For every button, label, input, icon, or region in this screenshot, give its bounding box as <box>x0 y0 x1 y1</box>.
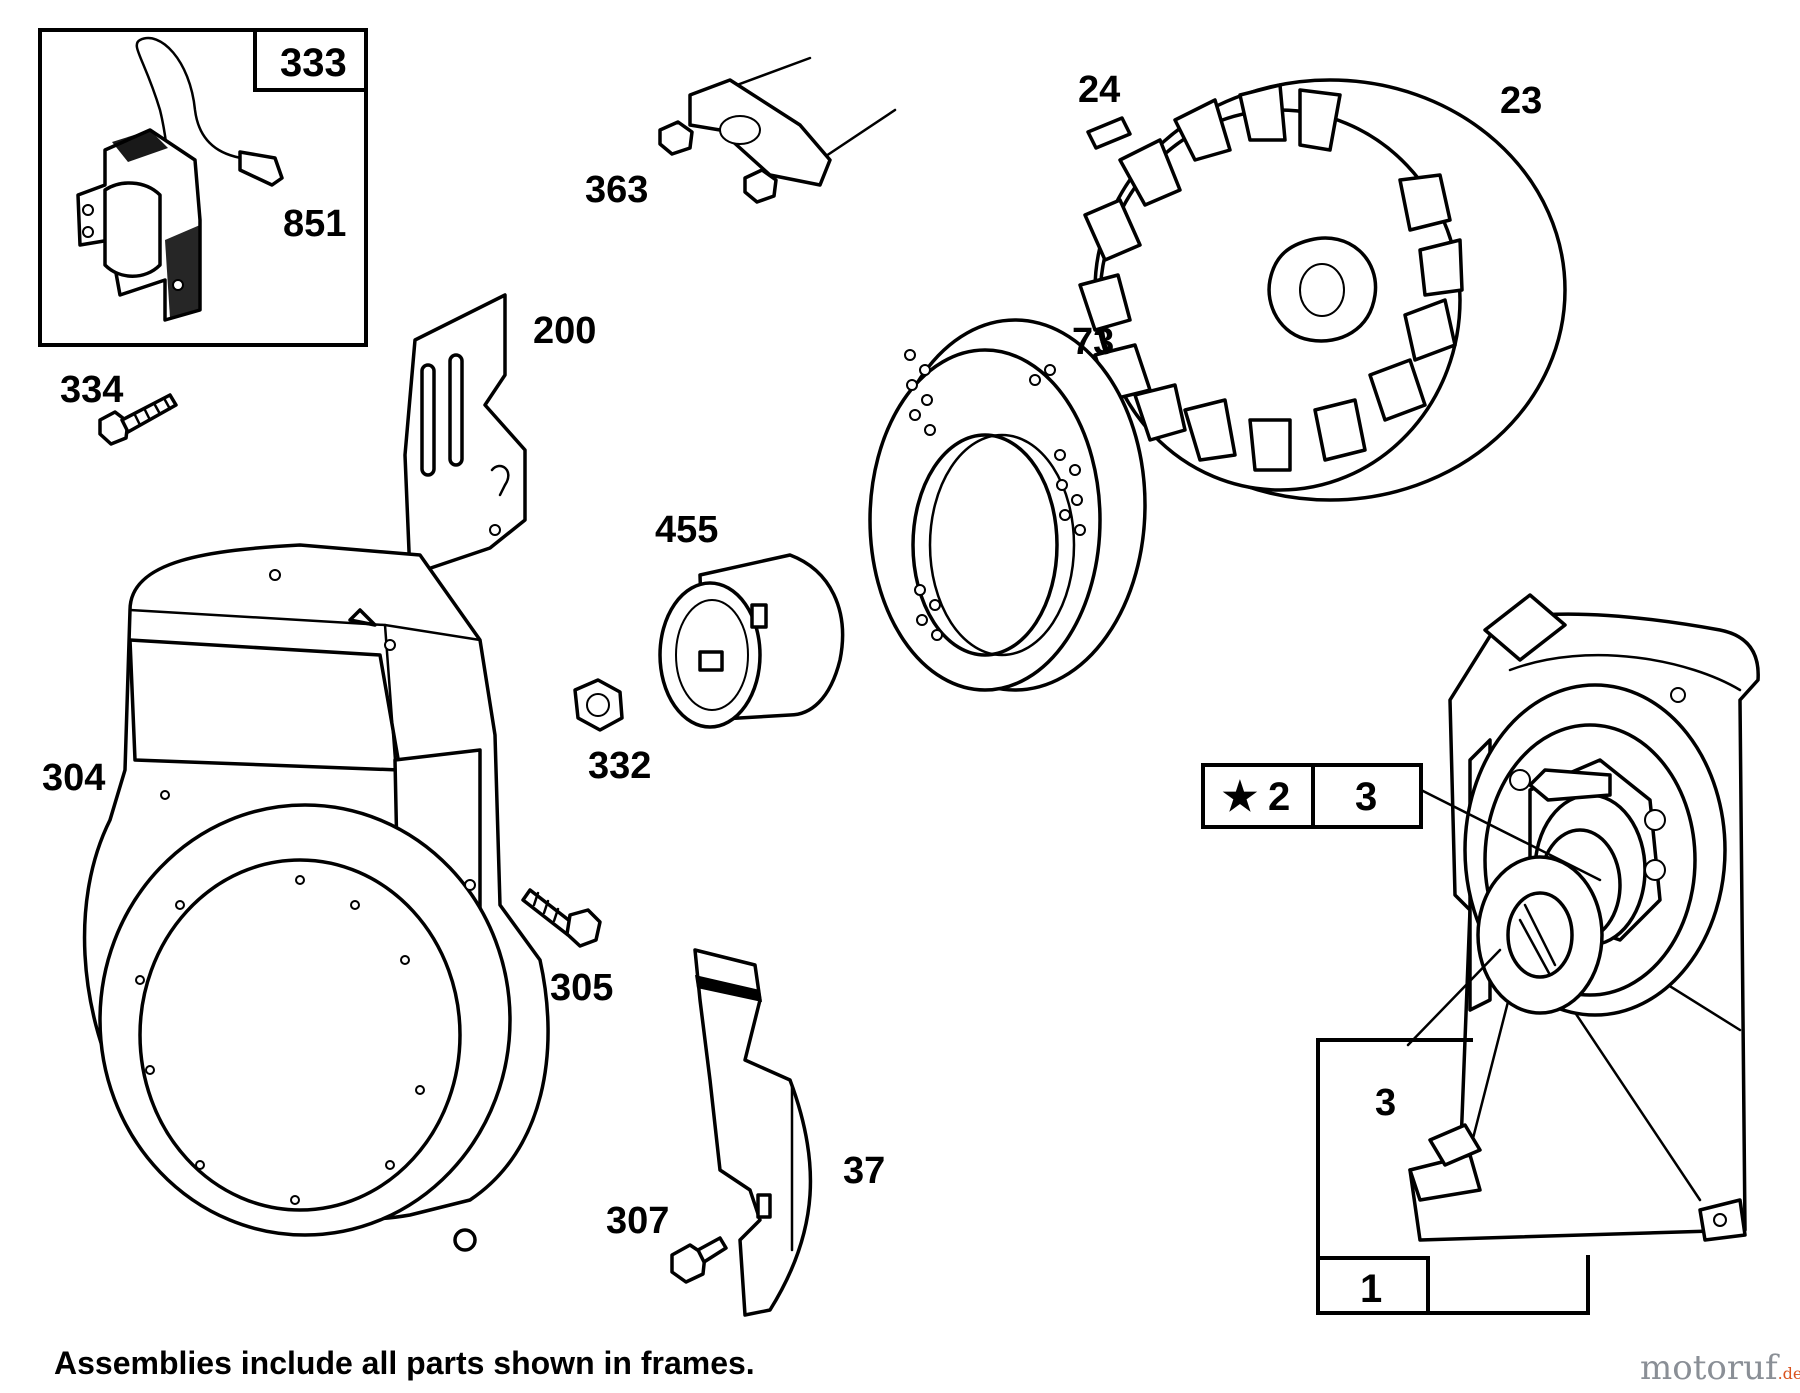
air-guide-200: 200 <box>403 293 596 577</box>
blower-housing-304: 304 <box>42 543 550 1252</box>
callout-304: 304 <box>42 757 105 799</box>
callout-851: 851 <box>283 203 346 245</box>
nut-332: 332 <box>573 678 651 787</box>
watermark-suffix: .de <box>1777 1364 1800 1383</box>
screw-334: 334 <box>60 369 178 446</box>
callout-24: 24 <box>1078 69 1120 111</box>
diagram-caption: Assemblies include all parts shown in fr… <box>54 1345 755 1381</box>
callout-23: 23 <box>1500 80 1542 122</box>
callout-200: 200 <box>533 310 596 352</box>
cup-455: 455 <box>655 509 845 729</box>
air-vane-37: 37 <box>693 948 885 1317</box>
key-24: 24 <box>1078 69 1132 150</box>
callout-455: 455 <box>655 509 718 551</box>
callout-307: 307 <box>606 1200 669 1242</box>
screen-73: 73 <box>868 318 1147 692</box>
crankcase-frame-1: 1 <box>1316 1038 1590 1315</box>
screen-perforations <box>904 349 1086 641</box>
callout-334: 334 <box>60 369 123 411</box>
callout-37: 37 <box>843 1150 885 1192</box>
flywheel-fins <box>1078 83 1464 472</box>
callout-305: 305 <box>550 967 613 1009</box>
watermark: motoruf.de <box>1640 1348 1800 1388</box>
screw-305: 305 <box>521 888 613 1009</box>
callout-363: 363 <box>585 169 648 211</box>
callout-333: 333 <box>280 41 347 85</box>
callout-332: 332 <box>588 745 651 787</box>
flywheel-23: 23 <box>1078 78 1567 502</box>
callout-73: 73 <box>1072 321 1114 363</box>
callout-2: 2 <box>1268 775 1290 819</box>
screw-307: 307 <box>606 1200 728 1284</box>
callout-1: 1 <box>1360 1267 1382 1311</box>
housing-holes <box>135 569 476 1205</box>
bracket-363: 363 <box>585 56 897 211</box>
armature-coil <box>76 128 202 322</box>
callout-3-leader: 3 <box>1375 1082 1396 1124</box>
star-icon: ★ <box>1222 775 1258 819</box>
callout-3-box: 3 <box>1355 775 1377 819</box>
armature-assembly-frame: 333 851 <box>38 28 368 347</box>
seal-frame-2-3: ★ 2 3 <box>1201 763 1602 882</box>
crankcase-assembly <box>1408 593 1760 1242</box>
watermark-name: motoruf <box>1640 1348 1778 1388</box>
